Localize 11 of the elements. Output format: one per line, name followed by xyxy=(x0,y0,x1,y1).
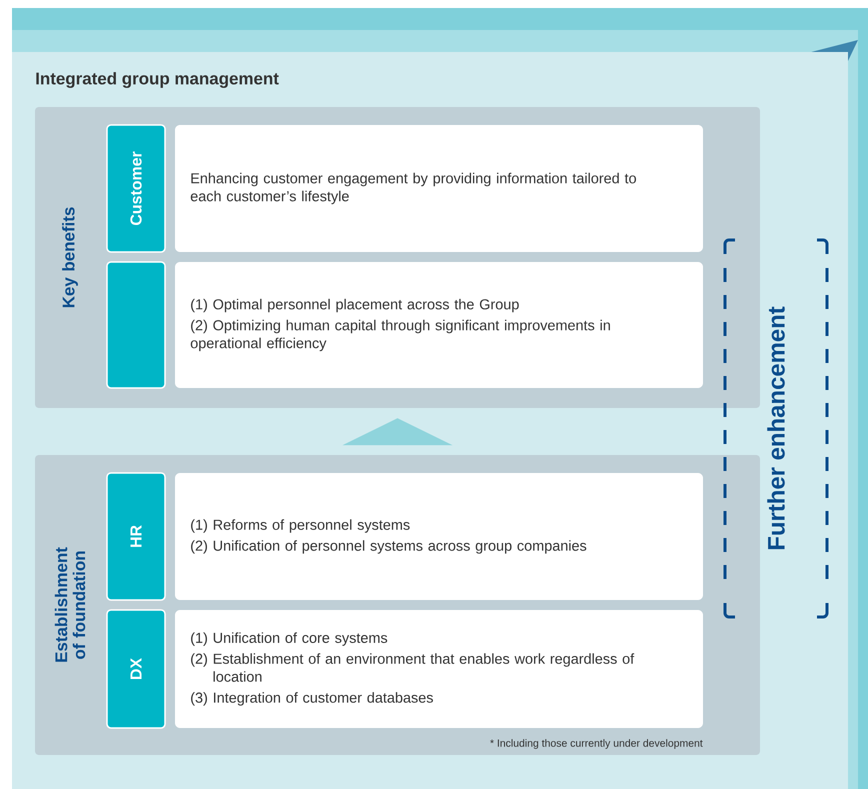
side-tab: HR xyxy=(106,472,166,601)
side-tab xyxy=(106,261,166,389)
side-tab: DX xyxy=(106,609,166,729)
footnote: * Including those currently under development xyxy=(490,739,703,749)
side-tab: Customer xyxy=(106,124,166,253)
content-box: (1) Unification of core systems (2) Establishment of an environment that enables work regardless of location (3) Integration of customer databases xyxy=(175,610,703,728)
content-box: (1) Optimal personnel placement across the Group (2) Optimizing human capital through significant improvements in operational efficiency xyxy=(175,262,703,388)
bracket-box: Further enhancement xyxy=(724,238,828,618)
arrow xyxy=(342,418,452,446)
content-box: (1) Reforms of personnel systems (2) Unification of personnel systems across group companies xyxy=(175,472,703,600)
content-box: Enhancing customer engagement by providing information tailored to each customer’s lifestyle xyxy=(175,124,703,252)
